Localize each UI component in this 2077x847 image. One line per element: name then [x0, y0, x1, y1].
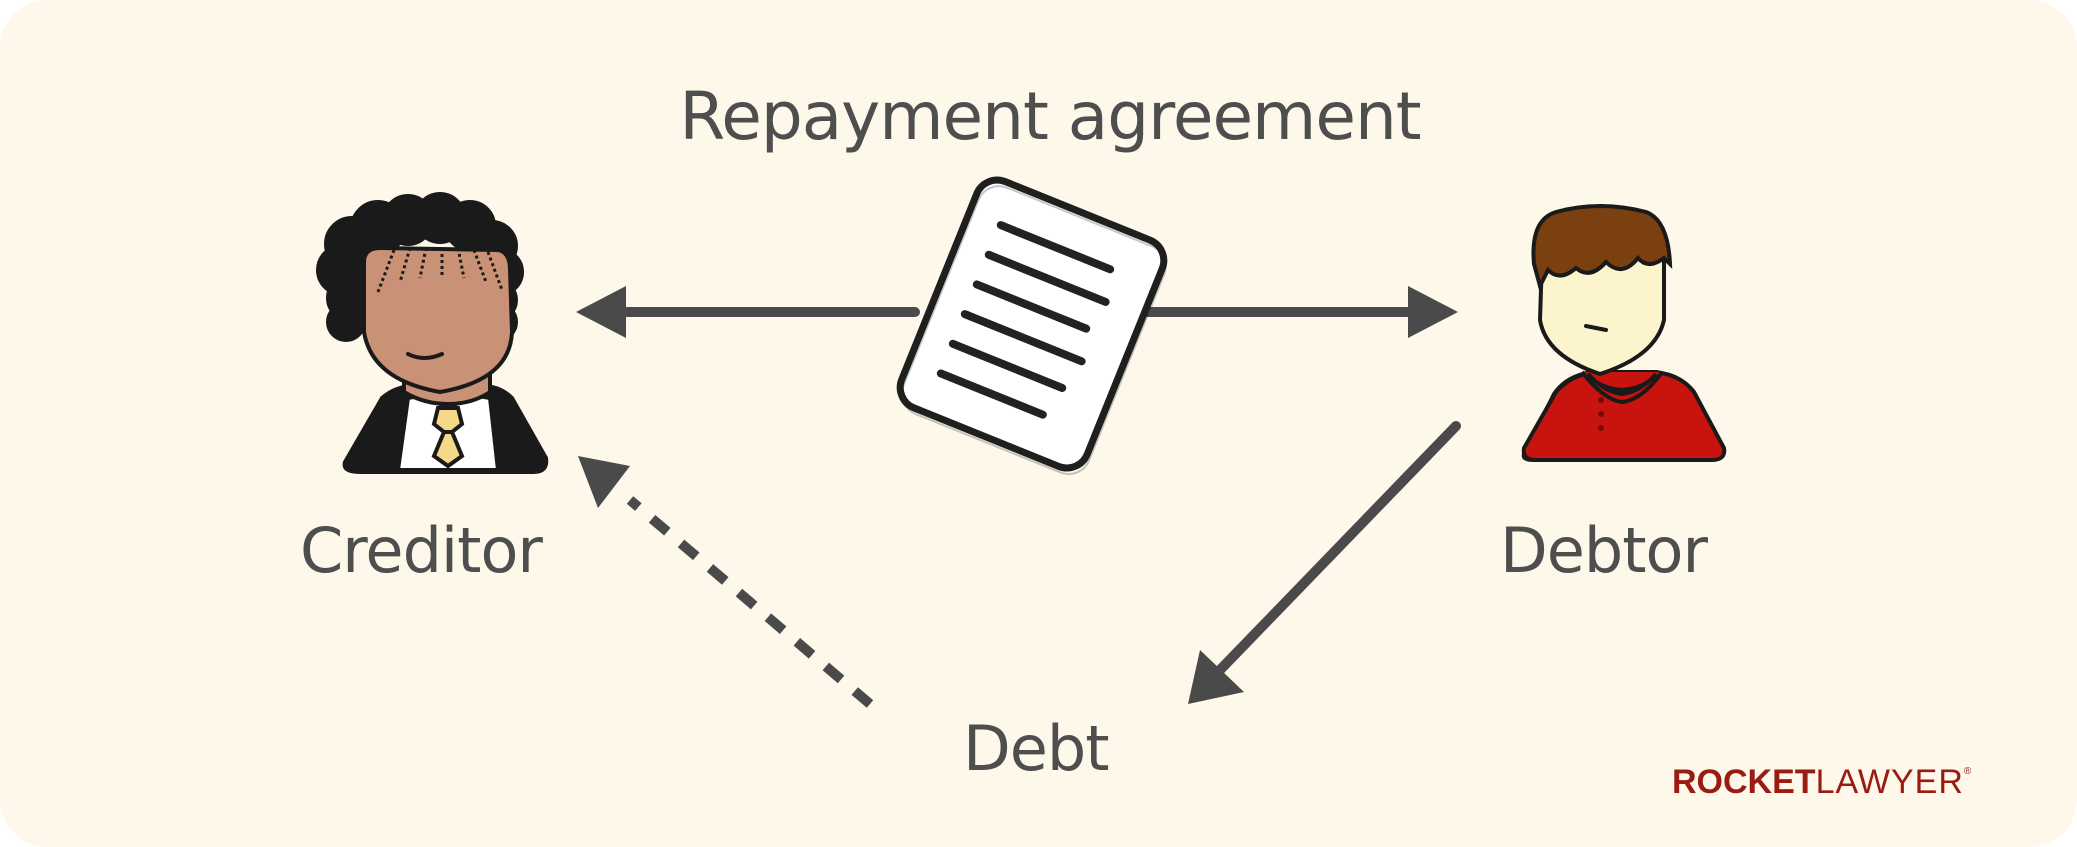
logo-registered-mark: ®: [1963, 766, 1972, 777]
creditor-avatar: [316, 192, 549, 474]
logo-bold-text: ROCKET: [1672, 763, 1816, 801]
arrow-to-debtor: [1115, 286, 1458, 338]
arrow-to-creditor: [576, 286, 920, 338]
debt-label: Debt: [963, 712, 1110, 785]
creditor-label: Creditor: [300, 514, 543, 587]
rocket-lawyer-logo: ROCKETLAWYER®: [1672, 765, 1971, 799]
debtor-avatar: [1521, 204, 1727, 462]
arrow-debtor-to-debt: [1188, 421, 1461, 704]
debtor-label: Debtor: [1500, 514, 1708, 587]
diagram-title: Repayment agreement: [679, 78, 1421, 155]
document-icon: [896, 176, 1168, 476]
logo-light-text: LAWYER: [1815, 763, 1964, 801]
arrow-debt-to-creditor: [578, 456, 874, 708]
